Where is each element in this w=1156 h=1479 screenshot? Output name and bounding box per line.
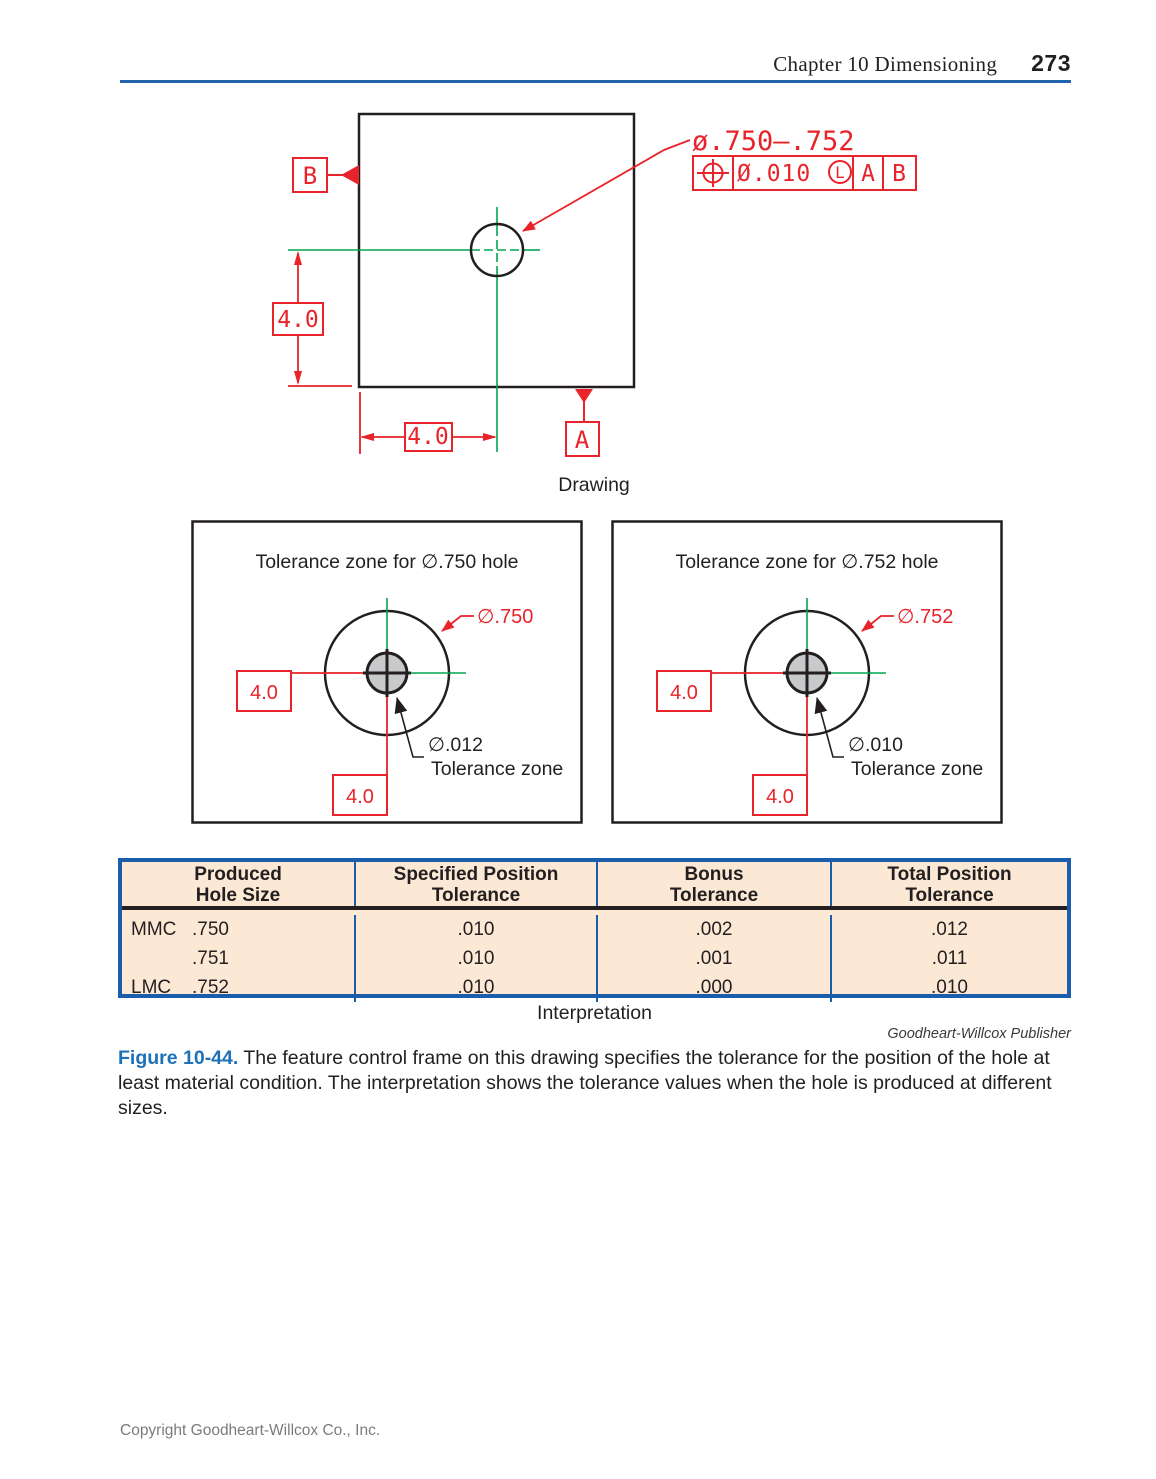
hole-dia-leader [441,615,474,632]
tolerance-zone-cross-icon [783,649,831,697]
zone-centerlines [806,598,886,674]
horizontal-dimension-value: 4.0 [407,424,449,450]
copyright-footer: Copyright Goodheart-Willcox Co., Inc. [120,1422,381,1439]
header-rule [120,80,1071,83]
tz-text-label: Tolerance zone [851,758,983,780]
tolerance-zone-cross-icon [363,649,411,697]
table-row: .751 .010 .001 .011 [122,944,1067,973]
hole-dia-label: ∅.750 [477,606,533,628]
tolerance-table: Produced Hole Size Specified Position To… [118,858,1071,1002]
cell-bonus: .000 [598,973,832,1002]
cell-bonus: .002 [598,915,832,944]
tz-leader [394,697,424,758]
publisher-credit: Goodheart-Willcox Publisher [887,1026,1071,1042]
panel-title: Tolerance zone for ∅.750 hole [255,551,518,573]
zone-dimension-lines [236,670,388,816]
zone-dim-x-value: 4.0 [670,682,698,704]
cell-hole-size: .751 [122,944,356,973]
tolerance-zone-diagram-752: Tolerance zone for ∅.752 hole 4.0 4.0 ∅.… [611,520,1003,824]
header-total-position-tolerance: Total Position Tolerance [887,864,1012,906]
hole-circle [469,222,525,278]
datum-b-label: B [303,162,317,190]
zone-centerlines [386,598,466,674]
zone-dim-x-value: 4.0 [250,682,278,704]
fcf-datum-b: B [892,161,906,187]
cell-total: .011 [931,948,968,969]
table-row: MMC .750 .010 .002 .012 [122,915,1067,944]
cell-bonus: .001 [598,944,832,973]
cell-total: .010 [931,977,968,998]
centerlines [288,207,540,452]
position-symbol-icon [697,159,729,187]
table-row: LMC .752 .010 .000 .010 [122,973,1067,1002]
fcf-datum-a: A [861,161,875,187]
figure-text: The feature control frame on this drawin… [118,1047,1052,1119]
tolerance-zone-panel-752: Tolerance zone for ∅.752 hole 4.0 4.0 ∅.… [611,520,1003,824]
page-number: 273 [1031,50,1071,76]
cell-specified: .010 [356,915,598,944]
datum-a-symbol: A [565,389,600,457]
tolerance-zone-diagram-750: Tolerance zone for ∅.750 hole 4.0 4.0 ∅.… [191,520,583,824]
fcf-tolerance: Ø.010 [737,161,811,187]
vertical-dimension-value: 4.0 [277,307,319,333]
cell-hole-size: MMC .750 [122,915,356,944]
cell-specified: .010 [356,944,598,973]
gdt-drawing: ø.750–.752 Ø.010 L A B B [272,112,917,457]
drawing-caption: Drawing [558,474,630,496]
zone-dim-y-value: 4.0 [346,786,374,808]
tolerance-zone-panel-750: Tolerance zone for ∅.750 hole 4.0 4.0 ∅.… [191,520,583,824]
figure-number: Figure 10-44. [118,1047,239,1069]
datum-b-symbol: B [292,157,359,193]
zone-dim-y-value: 4.0 [766,786,794,808]
datum-b-triangle-icon [341,165,359,185]
feature-control-frame [692,155,917,191]
cell-hole-size: LMC .752 [122,973,356,1002]
hole-dia-leader [861,615,894,632]
table-header-row: Produced Hole Size Specified Position To… [122,862,1067,910]
hole-dia-label: ∅.752 [897,606,953,628]
vertical-dimension [272,251,352,387]
hole-size-note: ø.750–.752 [692,126,855,157]
tz-leader [814,697,844,758]
chapter-title: Chapter 10 Dimensioning [773,52,998,76]
zone-dimension-lines [656,670,808,816]
cell-specified: .010 [356,973,598,1002]
cell-total: .012 [931,919,968,940]
tz-dia-label: ∅.012 [428,734,483,756]
horizontal-dimension [359,392,497,454]
lmc-modifier-circle [828,160,852,184]
panel-title: Tolerance zone for ∅.752 hole [675,551,938,573]
datum-a-label: A [575,426,590,454]
interpretation-caption: Interpretation [537,1002,652,1024]
header-specified-position-tolerance: Specified Position Tolerance [356,862,598,906]
header-produced-hole-size: Produced Hole Size [122,862,356,906]
size-leader [522,139,691,232]
tz-dia-label: ∅.010 [848,734,903,756]
fcf-modifier: L [835,163,845,182]
figure-caption: Figure 10-44. The feature control frame … [118,1046,1076,1121]
header-bonus-tolerance: Bonus Tolerance [598,862,832,906]
tz-text-label: Tolerance zone [431,758,563,780]
datum-a-triangle-icon [575,389,593,403]
page-header: Chapter 10 Dimensioning 273 [120,50,1071,77]
